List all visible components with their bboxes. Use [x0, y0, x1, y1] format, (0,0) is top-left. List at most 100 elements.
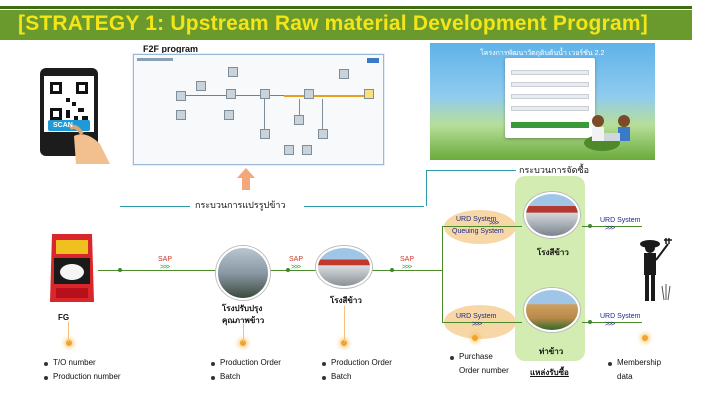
kids-laptop-illustration [584, 115, 630, 151]
form-field [511, 82, 589, 87]
queuing-system-label: Queuing System [452, 228, 504, 235]
transform-line-left [120, 206, 190, 207]
rice-mill-right-photo [524, 192, 580, 238]
f2f-node [176, 91, 186, 101]
urd-system-label: URD System [600, 217, 641, 224]
urd-arrow: >>> [605, 225, 615, 232]
f2f-node [260, 129, 270, 139]
urd-system-label: URD System [456, 313, 497, 320]
procure-connector [426, 170, 427, 206]
f2f-node [302, 145, 312, 155]
f2f-node [228, 67, 238, 77]
f2f-node [224, 110, 234, 120]
urd-arrow: >>> [472, 321, 482, 328]
urd-system-label: URD System [600, 313, 641, 320]
f2f-node [339, 69, 349, 79]
urd-arrow: >>> [489, 220, 499, 227]
bullet-dot [44, 362, 48, 366]
f2f-connector [264, 99, 265, 129]
flow-line-right-top [582, 226, 642, 227]
bullet-dot [608, 362, 612, 366]
f2f-node [226, 89, 236, 99]
f2f-header-button [367, 58, 379, 63]
f2f-connector [299, 99, 300, 115]
bullet-dot [211, 362, 215, 366]
f2f-node-highlight [364, 89, 374, 99]
sap-arrow: >>> [291, 264, 301, 271]
sap-label: SAP [289, 256, 304, 263]
urd-arrow: >>> [605, 321, 615, 328]
transform-process-label: กระบวนการแปรรูปข้าว [195, 200, 286, 210]
f2f-program-screenshot [133, 54, 384, 165]
flow-dot [286, 268, 290, 272]
highlight-dot [472, 335, 478, 341]
sap-label: SAP [400, 256, 415, 263]
highlight-dot [240, 340, 246, 346]
flow-dot [588, 224, 592, 228]
improve-bullet-order: Production Order [220, 358, 281, 367]
urd-system-label: URD System [456, 216, 497, 223]
highlight-stem [243, 324, 244, 342]
fg-bullet-to: T/O number [53, 358, 96, 367]
rice-mill-right-label: โรงสีข้าว [537, 248, 569, 257]
mill-bullet-order: Production Order [331, 358, 392, 367]
bullet-dot [322, 376, 326, 380]
improve-plant-label-1: โรงปรับปรุง [222, 304, 263, 313]
f2f-node [294, 115, 304, 125]
bullet-dot [322, 362, 326, 366]
f2f-node [284, 145, 294, 155]
bullet-dot [44, 376, 48, 380]
improve-plant-label-2: คุณภาพข้าว [222, 316, 265, 325]
member-bullet-1: Membership [617, 358, 662, 367]
highlight-stem [68, 322, 69, 342]
purchase-bullet-1: Purchase [459, 352, 493, 361]
f2f-node [260, 89, 270, 99]
page-title: [STRATEGY 1: Upstream Raw material Devel… [18, 12, 648, 35]
flow-dot [390, 268, 394, 272]
login-form [505, 58, 595, 138]
flow-dot [118, 268, 122, 272]
highlight-dot [341, 340, 347, 346]
f2f-connector [322, 99, 323, 129]
purchase-point-label: แหล่งรับซื้อ [530, 368, 569, 377]
improve-plant-photo [216, 246, 270, 300]
highlight-stem [344, 306, 345, 342]
highlight-dot [66, 340, 72, 346]
form-field [511, 106, 589, 111]
improve-bullet-batch: Batch [220, 372, 241, 381]
rice-yard-label: ท่าข้าว [539, 347, 564, 356]
flow-line-top-branch [442, 226, 522, 227]
procure-line [426, 170, 516, 171]
scan-label: SCAN [53, 122, 73, 129]
web-app-screenshot: โครงการพัฒนาวัตถุดิบต้นน้ำ เวอร์ชัน 2.2 [430, 43, 655, 160]
flow-branch-vertical [442, 226, 443, 322]
flow-line-bottom-branch [442, 322, 522, 323]
f2f-node [318, 129, 328, 139]
title-banner [0, 10, 692, 40]
up-arrow-icon [237, 168, 255, 190]
bullet-dot [211, 376, 215, 380]
purchase-bullet-2: Order number [459, 366, 509, 375]
f2f-program-label: F2F program [143, 44, 199, 54]
procure-process-label: กระบวนการจัดซื้อ [519, 165, 590, 175]
highlight-dot [642, 335, 648, 341]
banner-top-line [0, 6, 692, 9]
sap-arrow: >>> [160, 264, 170, 271]
bullet-dot [450, 356, 454, 360]
f2f-node [176, 110, 186, 120]
f2f-node [196, 81, 206, 91]
sap-label: SAP [158, 256, 173, 263]
f2f-header-text [137, 58, 173, 61]
sap-arrow: >>> [402, 264, 412, 271]
rice-mill-label: โรงสีข้าว [330, 296, 362, 305]
fg-label: FG [58, 313, 70, 322]
f2f-node [304, 89, 314, 99]
flow-line-improve [270, 270, 318, 271]
phone-scan-icon [40, 68, 110, 164]
login-button [511, 122, 589, 128]
flow-line-right-bottom [582, 322, 642, 323]
f2f-flow-line [182, 95, 372, 96]
form-field [511, 94, 589, 99]
rice-bag-icon [50, 234, 94, 302]
web-app-title: โครงการพัฒนาวัตถุดิบต้นน้ำ เวอร์ชัน 2.2 [480, 50, 605, 57]
